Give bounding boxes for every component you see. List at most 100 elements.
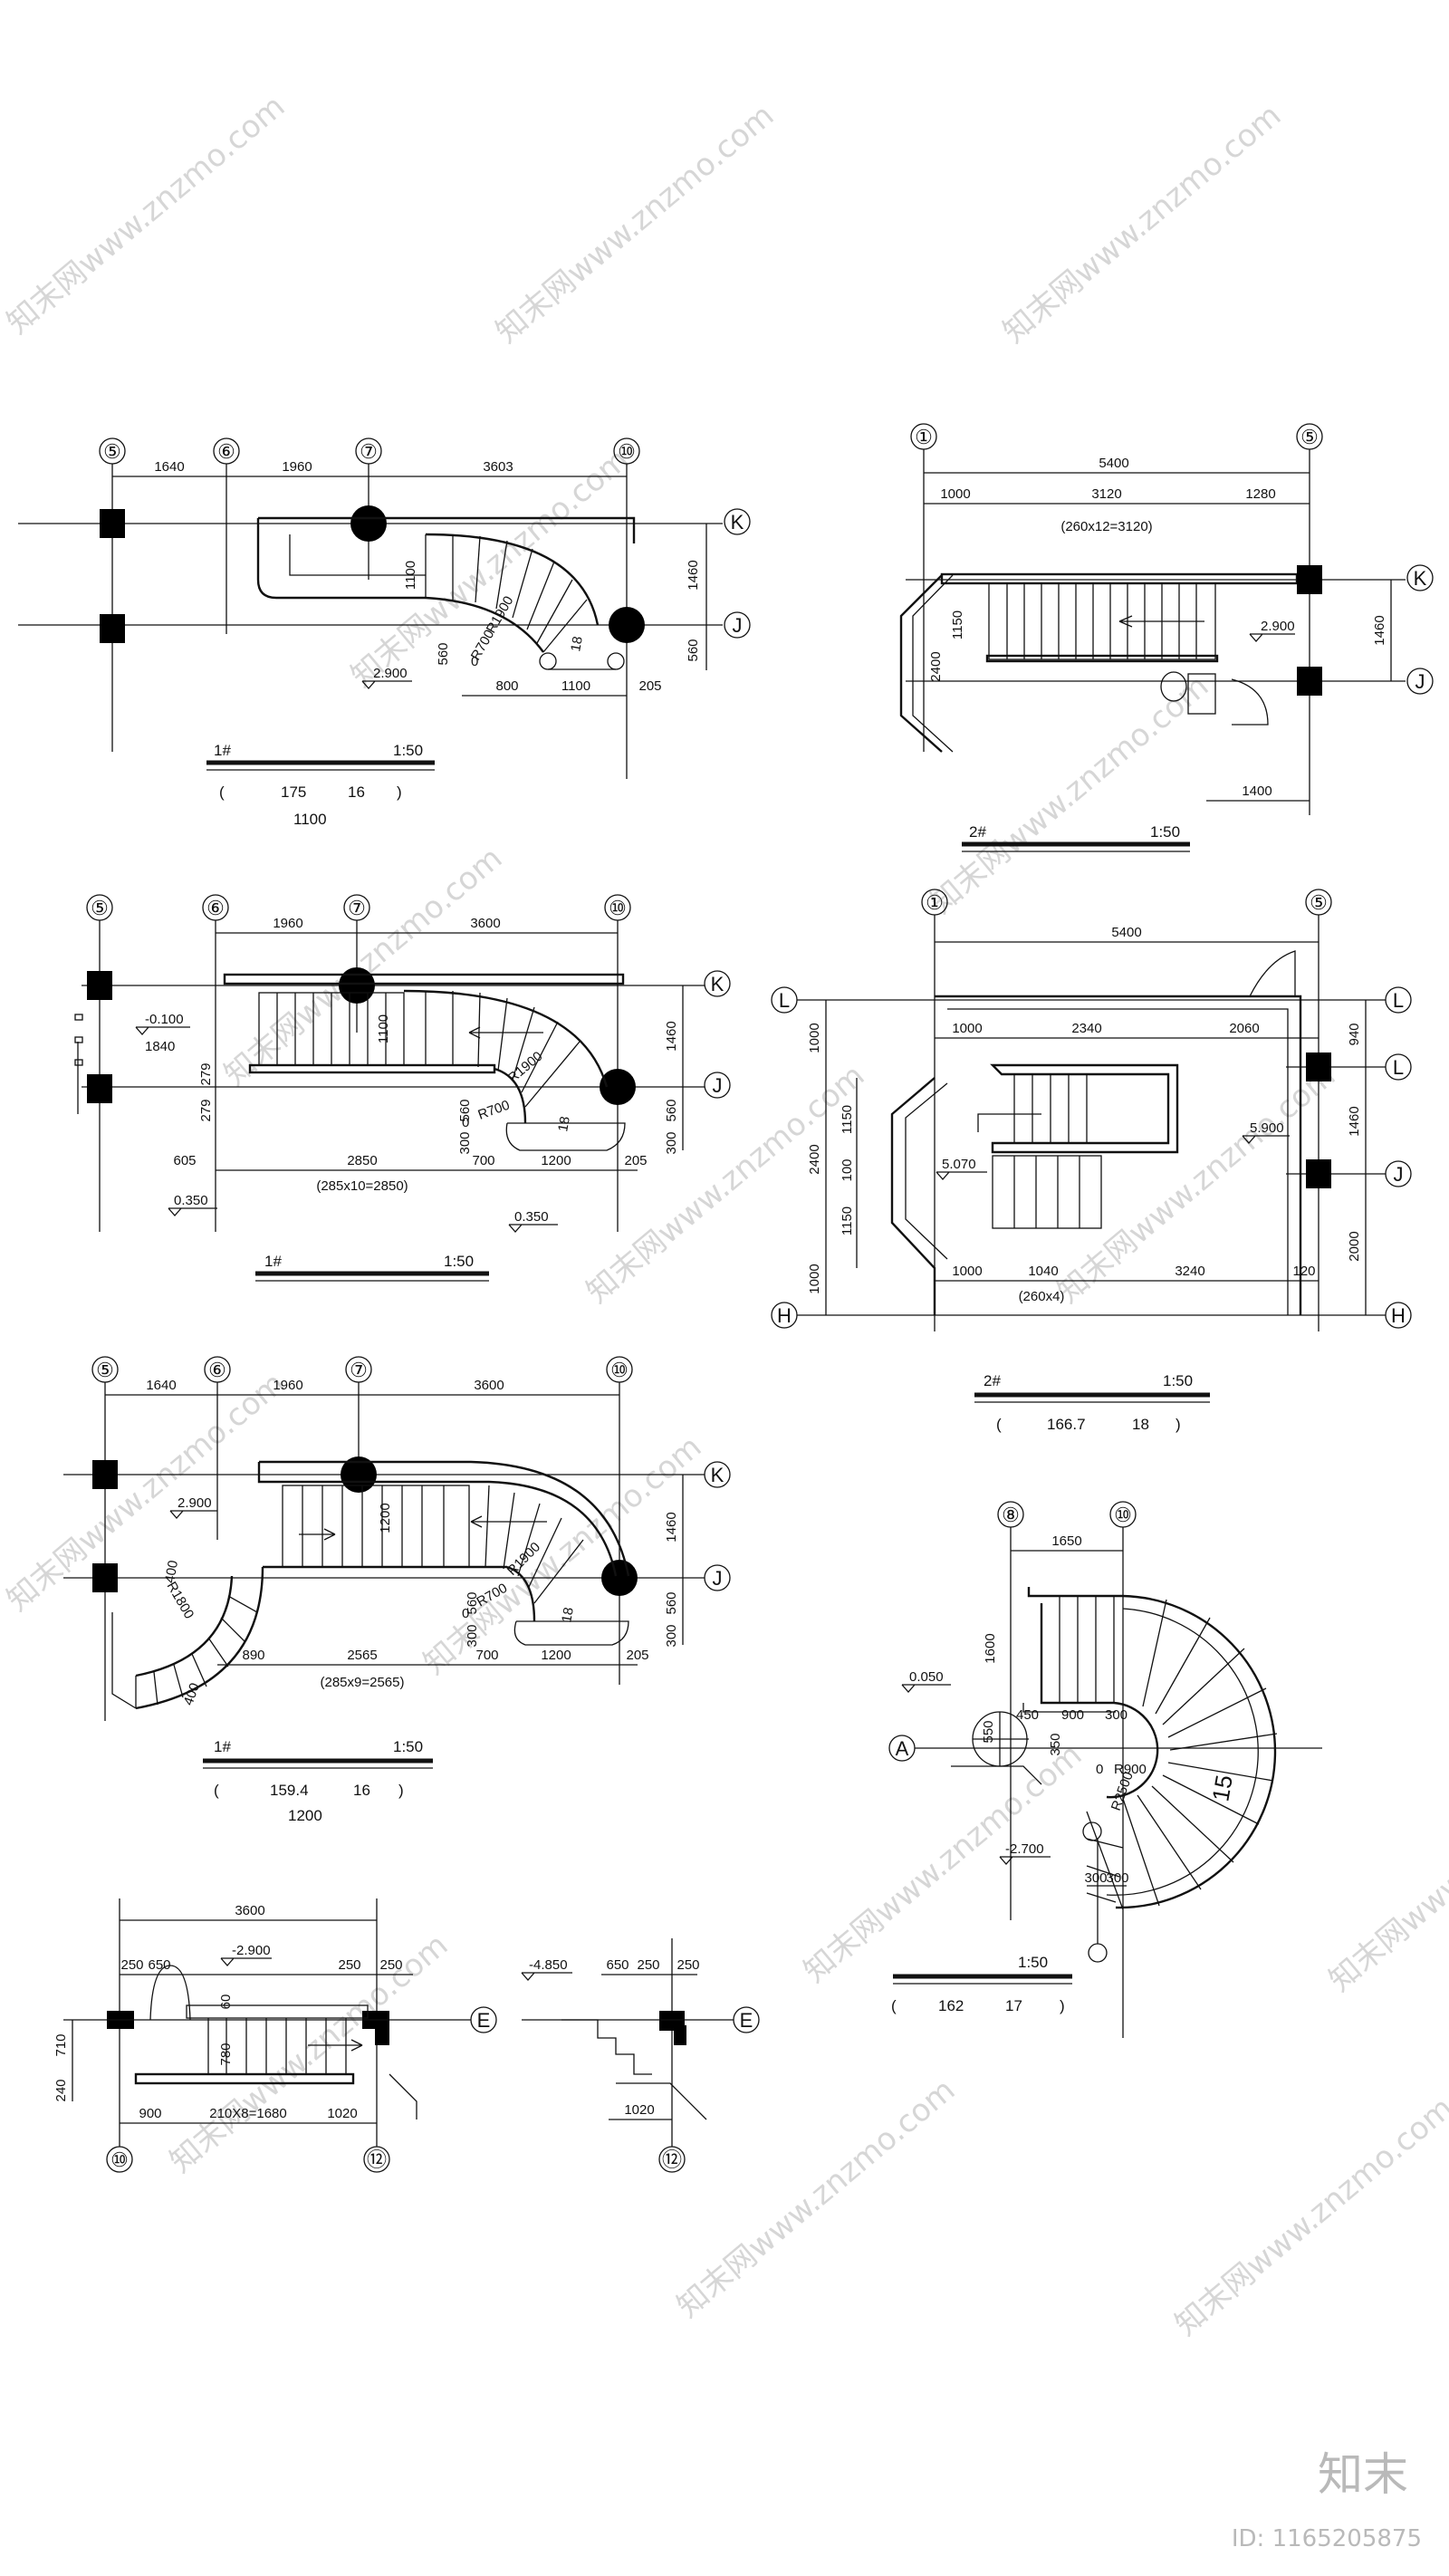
dimension: 400 [181, 1681, 204, 1707]
watermark: 知末网www.znzmo.com [0, 88, 292, 341]
dimension: 2400 [807, 1144, 822, 1174]
grid-label: ⑩ [609, 897, 627, 919]
dimension: 18 [568, 635, 586, 652]
dimension: 1040 [1028, 1264, 1058, 1279]
plan-5: ⑤ ⑥ ⑦ ⑩ K J 1640 1960 3600 [63, 1356, 731, 1824]
note-text: 162 [938, 1997, 964, 2014]
level-mark: 5.900 [1250, 1120, 1284, 1136]
dimension: 0 [462, 1606, 469, 1621]
dimension: 5400 [1099, 456, 1128, 471]
dimension: 700 [472, 1153, 494, 1168]
dimension: 700 [475, 1648, 498, 1663]
note-text: 166.7 [1047, 1416, 1086, 1433]
level-mark: 5.070 [942, 1157, 976, 1172]
dimension: 900 [1061, 1707, 1084, 1723]
grid-label: J [1415, 670, 1425, 693]
drawing-scale: 1:50 [1018, 1954, 1048, 1971]
dimension: 300 [664, 1624, 679, 1647]
grid-label: ⑧ [1002, 1504, 1020, 1526]
note-text: 18 [1132, 1416, 1149, 1433]
grid-label: E [477, 2009, 491, 2032]
watermark: 知末网www.znzmo.com [217, 840, 509, 1092]
grid-label: ⑦ [360, 440, 378, 463]
watermark: 知末网www.znzmo.com [1168, 2090, 1449, 2342]
dimension: 1640 [146, 1378, 176, 1393]
dimension: 3120 [1091, 486, 1121, 502]
note-text: ) [1176, 1416, 1181, 1433]
drawing-number: 1# [214, 1738, 231, 1755]
note-text: 1200 [288, 1807, 322, 1824]
dimension: R900 [1114, 1762, 1147, 1777]
dimension: 1460 [664, 1512, 679, 1542]
dimension: 279 [198, 1099, 214, 1121]
dimension: 18 [559, 1606, 577, 1623]
grid-label: K [1414, 567, 1427, 590]
plan-3: ⑤ ⑥ ⑦ ⑩ K J 1960 3600 [74, 894, 731, 1282]
note-text: ) [398, 1782, 404, 1799]
dimension: 250 [637, 1957, 659, 1973]
level-mark: -2.700 [1005, 1841, 1044, 1857]
grid-label: K [711, 1464, 724, 1486]
dimension: 1000 [952, 1021, 982, 1036]
dimension: 250 [379, 1957, 402, 1973]
note-text: 16 [348, 783, 365, 801]
dimension: 120 [1292, 1264, 1315, 1279]
plan-2: ① ⑤ K J 5400 1000 3120 1280 (260x12=3120… [899, 423, 1434, 852]
dimension: 550 [981, 1720, 996, 1743]
grid-label: ⑩ [1114, 1504, 1132, 1526]
grid-label: L [779, 989, 790, 1012]
grid-label: ① [915, 426, 933, 448]
grid-label: ⑩ [610, 1359, 629, 1381]
dimension: 0 [471, 654, 478, 669]
note-text: ) [397, 783, 402, 801]
dimension: 300 [1106, 1870, 1128, 1886]
dimension: 250 [677, 1957, 699, 1973]
dimension: 800 [495, 678, 518, 694]
dimension: 2400 [928, 651, 944, 681]
grid-label: ⑤ [1300, 426, 1319, 448]
dimension: 1460 [686, 560, 701, 590]
level-mark: 2.900 [373, 666, 408, 681]
dimension: 1100 [403, 561, 418, 590]
dimension: 18 [555, 1115, 573, 1132]
grid-label: ⑫ [662, 2148, 682, 2171]
note-text: ( [214, 1782, 219, 1799]
dimension: 1960 [282, 459, 312, 475]
section-2: 650 250 250 -4.850 E 1020 ⑫ [521, 1938, 760, 2173]
dimension: 350 [1048, 1733, 1063, 1755]
dimension: 205 [624, 1153, 647, 1168]
dimension: 1460 [1347, 1106, 1362, 1136]
dimension: 300 [457, 1131, 473, 1154]
grid-label: J [1394, 1163, 1404, 1186]
drawing-scale: 1:50 [393, 742, 423, 759]
dimension: 1960 [273, 916, 302, 931]
level-mark: 0.350 [174, 1193, 208, 1208]
plan-4: ① ⑤ L H L L J H 5400 1000 2340 2060 [771, 889, 1412, 1433]
level-mark: 2.900 [178, 1495, 212, 1511]
dimension: 560 [664, 1099, 679, 1121]
grid-label: L [1393, 989, 1404, 1012]
level-mark: 0.350 [514, 1209, 549, 1225]
grid-label: J [733, 614, 743, 637]
dimension: R1800 [164, 1580, 197, 1622]
grid-label: ⑩ [618, 440, 636, 463]
dimension: 940 [1347, 1023, 1362, 1045]
grid-label: ⑦ [348, 897, 366, 919]
dimension: 1200 [378, 1503, 393, 1533]
grid-label: ⑦ [350, 1359, 368, 1381]
dimension: 650 [148, 1957, 170, 1973]
dimension: 3600 [474, 1378, 504, 1393]
grid-label: ⑤ [103, 440, 121, 463]
dimension: R700 [476, 1098, 513, 1123]
grid-label: ⑩ [110, 2148, 129, 2171]
drawing-scale: 1:50 [393, 1738, 423, 1755]
watermark: 知末网www.znzmo.com [1322, 1745, 1449, 1998]
dimension: 1100 [376, 1014, 391, 1043]
dimension: 1150 [840, 1206, 855, 1235]
dimension: 560 [436, 642, 451, 665]
dimension: 1200 [541, 1153, 571, 1168]
dimension: 1960 [273, 1378, 302, 1393]
grid-label: J [713, 1074, 723, 1097]
grid-label: L [1393, 1056, 1404, 1079]
